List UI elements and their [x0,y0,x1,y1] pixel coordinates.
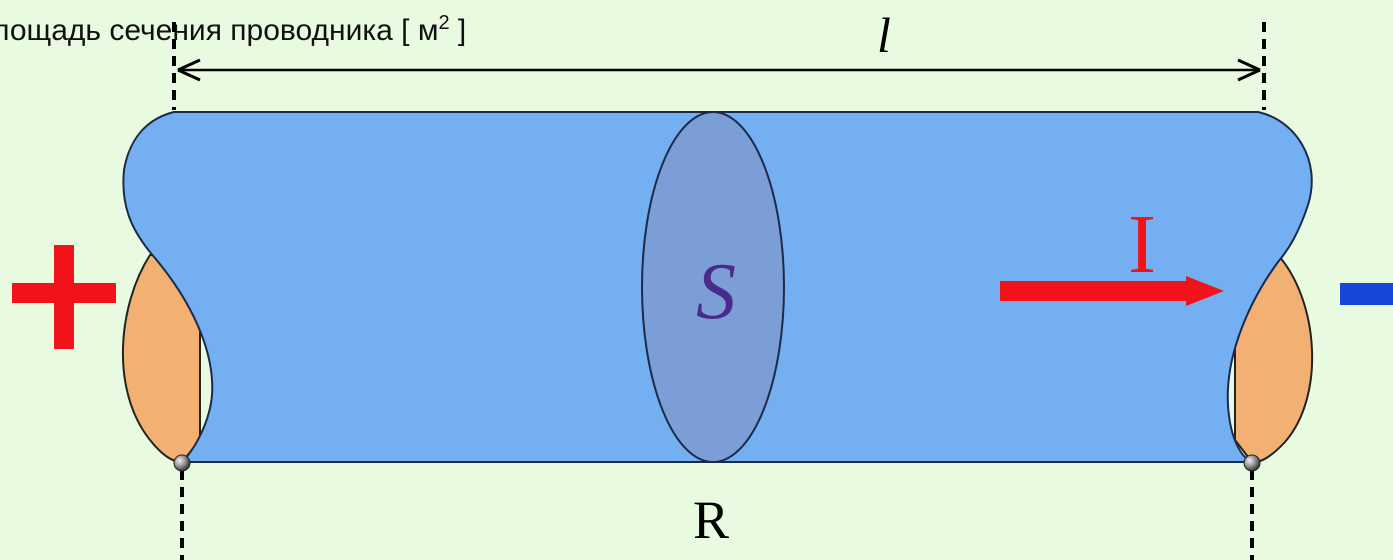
minus-sign [1340,283,1393,305]
current-arrow [1000,276,1224,306]
caption-suffix: ] [449,14,467,47]
area-label: S [696,248,736,336]
right-terminal [1243,454,1261,472]
cross-section-ellipse [641,111,785,463]
length-label: l [877,7,891,63]
current-label: I [1128,198,1156,291]
caption-prefix: лощадь сечения проводника [ м [0,14,439,47]
plus-sign [12,245,116,349]
left-terminal [173,454,191,472]
resistance-label: R [693,490,729,550]
length-dimension-arrow [177,58,1261,82]
caption-unit-exponent: 2 [438,12,450,34]
caption-text: лощадь сечения проводника [ м2 ] [0,12,466,48]
